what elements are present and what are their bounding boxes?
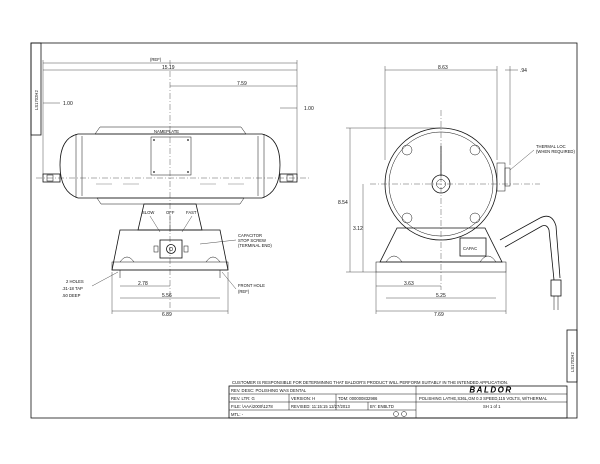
drawing-number-top: LS1702H2: [30, 42, 42, 136]
revised-date: REVISED: 11:15:15 12/27/2013: [291, 404, 350, 409]
front-hole-label-1: FRONT HOLE: [238, 283, 265, 288]
version: VERSION: H: [291, 396, 315, 401]
dim-shaft-right: 1.00: [304, 106, 314, 112]
holes-label-3: .50 DEEP: [62, 293, 81, 298]
capac-label: CAPAC: [463, 246, 477, 251]
front-view: CAPAC: [370, 110, 562, 310]
dim-front-769: 7.69: [434, 312, 444, 318]
drawing-number-bottom-text: LS1702H2: [570, 352, 575, 372]
file-path: FILE: \AAA\2000\1278: [231, 404, 273, 409]
nameplate-label: NAMEPLATE: [154, 129, 179, 134]
thermal-label-1: THERMAL LOC: [536, 144, 566, 149]
rev-ltr: REV. LTR: G: [231, 396, 255, 401]
switch-slow-label: SLOW: [142, 210, 154, 215]
dim-shaft-left: 1.00: [63, 101, 73, 107]
side-view-dimensions: (REF) 15.19 7.59 1.00 1.00 2.78 5.56 6.8…: [42, 57, 314, 318]
holes-label-2: .31-18 TAP: [62, 286, 83, 291]
rev-desc: REV. DESC: POLISHING WAS DENTAL: [231, 388, 307, 393]
dim-height-854: 8.54: [338, 200, 348, 206]
drawing-number-bottom: LS1702H2: [566, 329, 578, 383]
front-hole-label-2: (REF): [238, 289, 250, 294]
dim-half-length: 7.59: [237, 81, 247, 87]
front-view-dimensions: 8.63 .94 8.54 3.12 3.63 5.25 7.69: [338, 65, 527, 318]
dim-height-312: 3.12: [353, 226, 363, 232]
material: MTL: -: [231, 412, 244, 417]
capacitor-label-2: STOP SCREW: [238, 238, 266, 243]
side-view-callouts: CAPACITOR STOP SCREW (TERMINAL END) 2 HO…: [62, 233, 272, 298]
dim-front-525: 5.25: [436, 293, 446, 299]
thermal-label-2: (WHEN REQUIRED): [536, 149, 575, 154]
title-block: CUSTOMER IS RESPONSIBLE FOR DETERMINING …: [228, 380, 568, 419]
sheet-number: SH 1 of 1: [483, 404, 501, 409]
dim-base-278: 2.78: [138, 281, 148, 287]
dim-ref-width: (REF): [150, 57, 162, 62]
dim-overall-length: 15.19: [162, 65, 175, 71]
capacitor-label-3: (TERMINAL END): [238, 243, 272, 248]
dim-front-width: 8.63: [438, 65, 448, 71]
baldor-logo: BALDOR: [469, 386, 512, 395]
dim-front-94: .94: [520, 68, 527, 74]
holes-label-1: 2 HOLES: [66, 279, 84, 284]
drawing-number-top-text: LS1702H2: [34, 90, 39, 110]
dim-front-363: 3.63: [404, 281, 414, 287]
drawing-description: POLISHING LATHE,S36L,GM 0.3 SPEED,115 VO…: [419, 396, 548, 401]
thermal-callout: THERMAL LOC (WHEN REQUIRED): [509, 144, 575, 171]
dim-base-556: 5.56: [162, 293, 172, 299]
tdm: TDM: 000000832986: [338, 396, 378, 401]
revised-by: BY: ENBLTD: [370, 404, 394, 409]
sheet-border: [30, 42, 578, 419]
capacitor-label-1: CAPACITOR: [238, 233, 262, 238]
dim-base-689: 6.89: [162, 312, 172, 318]
side-view: NAMEPLATE SLOW OFF FAST: [36, 60, 310, 310]
switch-off-label: OFF: [166, 210, 175, 215]
switch-fast-label: FAST: [186, 210, 197, 215]
disclaimer-text: CUSTOMER IS RESPONSIBLE FOR DETERMINING …: [232, 380, 508, 385]
